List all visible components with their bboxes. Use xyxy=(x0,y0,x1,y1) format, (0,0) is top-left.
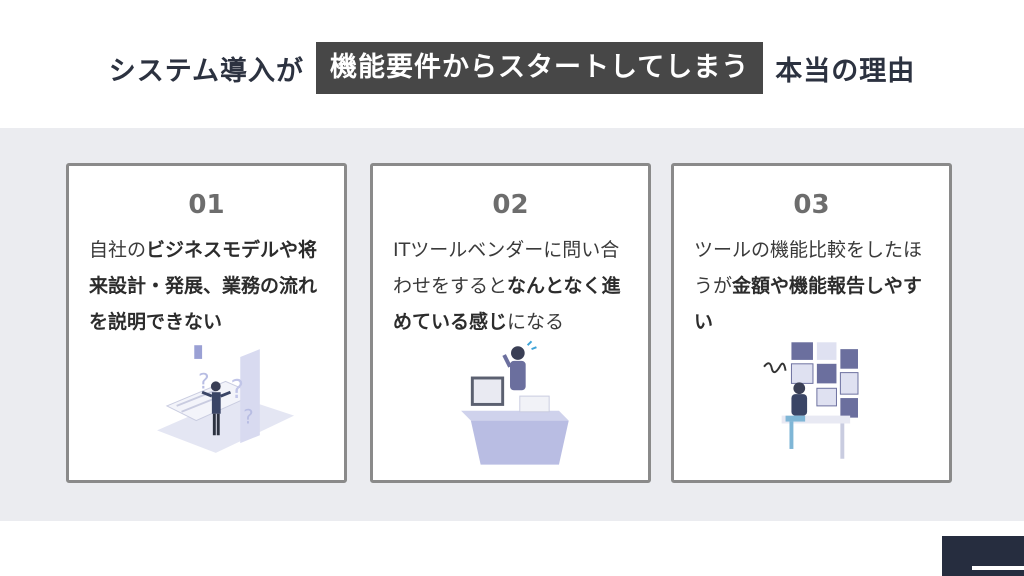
svg-text:?: ? xyxy=(198,369,209,394)
card-text-bold: ビジネスモデルや将来設計・発展、業務の流れを説明できない xyxy=(89,239,318,333)
card-text: ITツールベンダーに問い合わせをするとなんとなく進めている感じになる xyxy=(393,232,634,340)
card-text-bold: 金額や機能報告しやすい xyxy=(694,275,922,333)
card-text-bold: なんとなく進めている感じ xyxy=(393,275,621,333)
title-prefix: システム導入が xyxy=(108,55,304,87)
corner-accent-line xyxy=(972,566,1024,570)
reason-card-3: 03 ツールの機能比較をしたほうが金額や機能報告しやすい xyxy=(671,163,952,483)
card-text-plain: ITツールベンダーに問い合わせをすると xyxy=(393,239,620,297)
card-number: 02 xyxy=(492,190,529,220)
card-text-plain: ツールの機能比較をしたほうが xyxy=(694,239,923,297)
confused-businessman-illustration: ? ? ? xyxy=(157,345,295,453)
dashboard-screens-illustration xyxy=(763,342,859,459)
phone-call-desk-illustration xyxy=(461,340,569,465)
card-text-plain: 自社の xyxy=(89,239,147,261)
card-text: 自社のビジネスモデルや将来設計・発展、業務の流れを説明できない xyxy=(89,232,330,340)
page-title: システム導入が 機能要件からスタートしてしまう 本当の理由 xyxy=(0,38,1024,98)
title-suffix: 本当の理由 xyxy=(775,55,916,87)
card-number: 03 xyxy=(793,190,830,220)
card-text-plain: になる xyxy=(507,311,565,333)
corner-decoration xyxy=(942,536,1024,576)
title-highlight: 機能要件からスタートしてしまう xyxy=(316,42,764,94)
svg-text:?: ? xyxy=(230,374,244,404)
svg-text:?: ? xyxy=(243,406,253,429)
card-text: ツールの機能比較をしたほうが金額や機能報告しやすい xyxy=(694,232,935,340)
card-number: 01 xyxy=(188,190,225,220)
reason-card-1: 01 自社のビジネスモデルや将来設計・発展、業務の流れを説明できない ? ? ? xyxy=(66,163,347,483)
reason-card-2: 02 ITツールベンダーに問い合わせをするとなんとなく進めている感じになる xyxy=(370,163,651,483)
